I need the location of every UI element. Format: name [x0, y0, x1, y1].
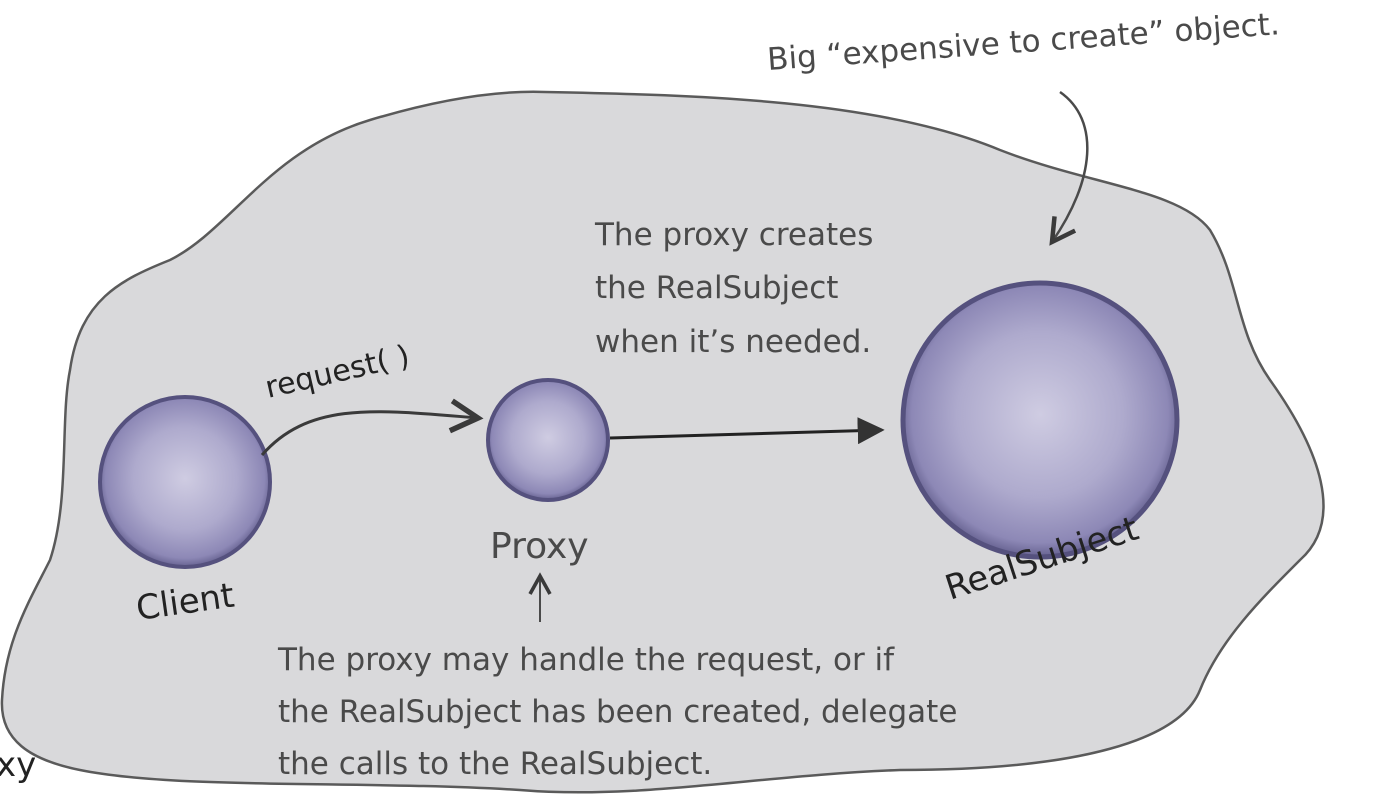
proxy-to-realsubject-arrow: [609, 417, 885, 445]
big-object-pointer-arrow: [1049, 90, 1089, 246]
proxy-creates-line-2: the RealSubject: [595, 270, 838, 306]
proxy-creates-line-1: The proxy creates: [594, 217, 873, 253]
client-to-proxy-arrow: [260, 398, 484, 456]
proxy-sphere: [486, 378, 610, 502]
background-blob: [0, 90, 1325, 794]
proxy-label: Proxy: [490, 526, 589, 567]
proxy-handles-line-3: the calls to the RealSubject.: [278, 746, 712, 782]
proxy-creates-line-3: when it’s needed.: [595, 324, 871, 360]
proxy-handles-line-1: The proxy may handle the request, or if: [277, 642, 895, 678]
cropped-text-fragment: xy: [0, 745, 36, 785]
proxy-handles-line-2: the RealSubject has been created, delega…: [278, 694, 957, 730]
realsubject-sphere: [900, 280, 1180, 560]
client-sphere: [98, 395, 272, 569]
big-object-annotation: Big “expensive to create” object.: [766, 6, 1281, 78]
